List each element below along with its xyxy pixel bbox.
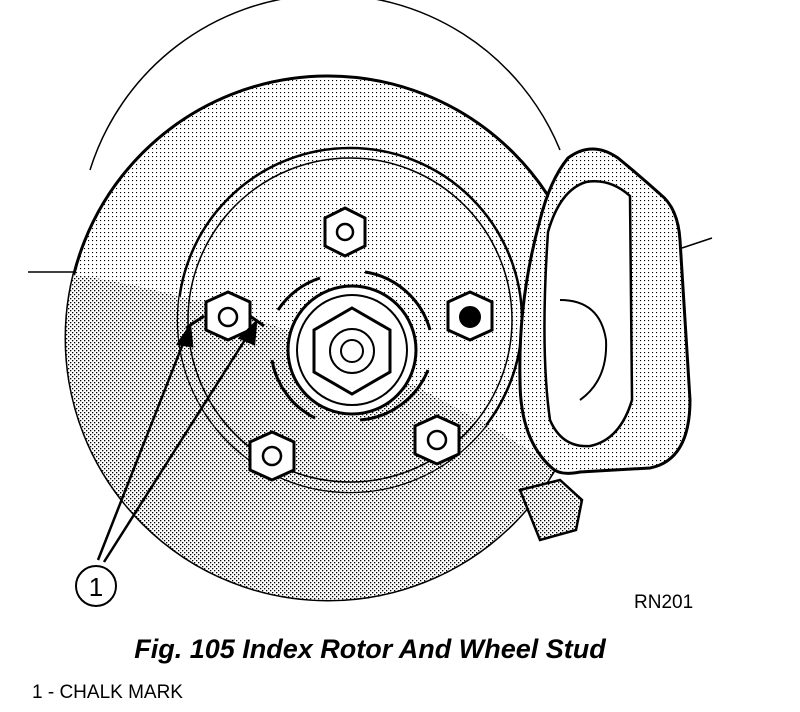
lug-nut [413, 414, 461, 466]
drawing-code: RN201 [634, 592, 693, 613]
legend-item: 1 - CHALK MARK [32, 682, 183, 703]
rotor-diagram: 1 RN201 [28, 0, 713, 613]
lug-nut [204, 290, 252, 342]
callout-1: 1 [75, 565, 117, 607]
lug-nut [446, 290, 494, 342]
lug-nut [248, 430, 296, 482]
lug-nut [323, 206, 367, 258]
brake-caliper [518, 147, 713, 542]
hub-nut [286, 284, 418, 416]
hub-arcs [270, 270, 432, 422]
legend: 1 - CHALK MARK [32, 682, 183, 704]
callout-number: 1 [89, 572, 103, 602]
callout-arrows [96, 318, 258, 563]
figure-caption: Fig. 105 Index Rotor And Wheel Stud [134, 634, 606, 664]
